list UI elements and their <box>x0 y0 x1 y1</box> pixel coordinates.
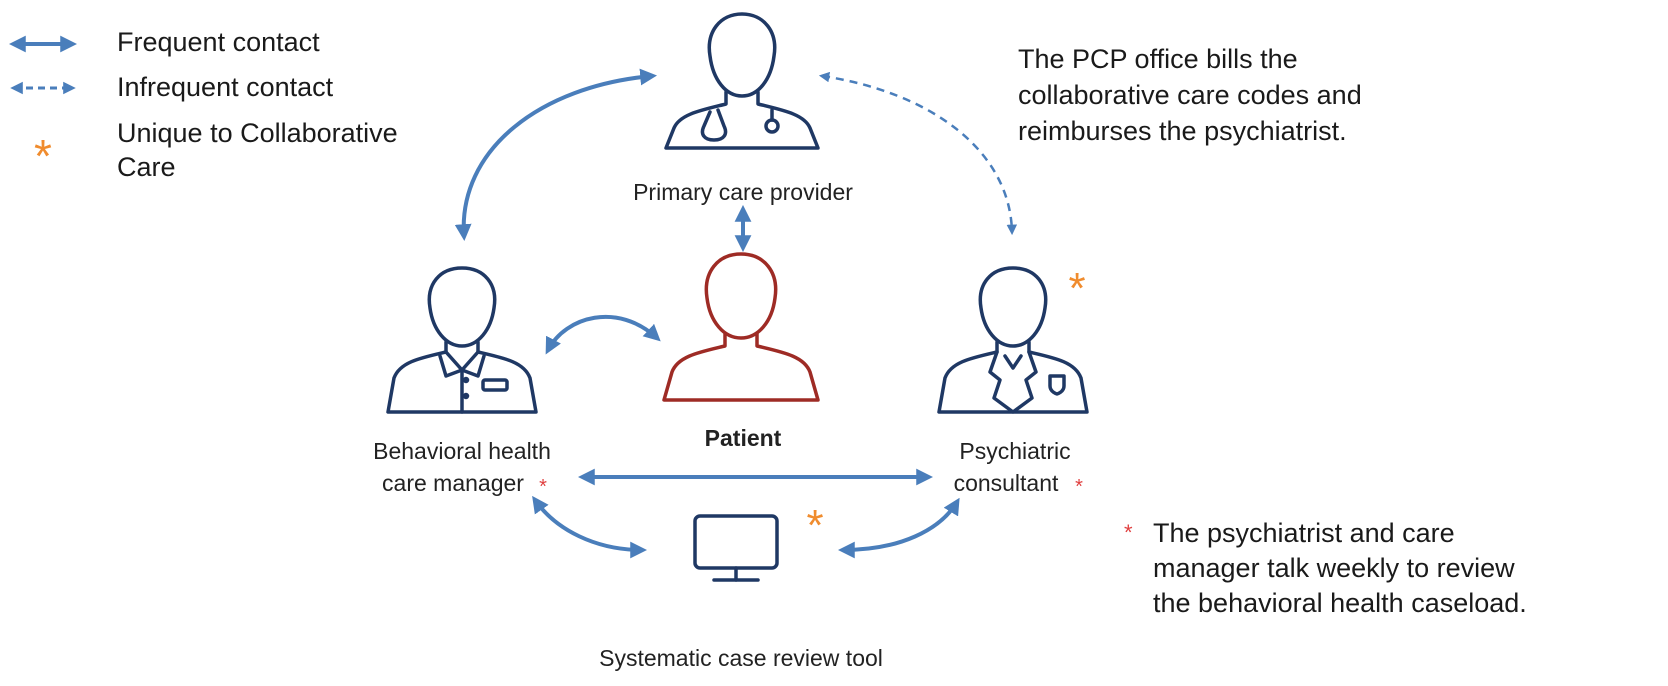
legend-unique-asterisk: * <box>34 130 52 182</box>
legend-infrequent-label: Infrequent contact <box>117 72 334 102</box>
psychiatrist-unique-asterisk: * <box>1068 264 1085 313</box>
billing-note: The PCP office bills the collaborative c… <box>1018 44 1362 146</box>
weekly-note-line1: The psychiatrist and care <box>1153 518 1455 548</box>
arrow-care-manager-patient <box>545 314 661 355</box>
patient-icon <box>662 252 820 402</box>
doctor-stethoscope-icon <box>664 12 820 150</box>
weekly-note-line3: the behavioral health caseload. <box>1153 588 1527 618</box>
legend-unique-label-line1: Unique to Collaborative <box>117 118 398 148</box>
psychiatrist-label-line2: consultant <box>954 470 1059 496</box>
weekly-note-line2: manager talk weekly to review <box>1153 553 1515 583</box>
psychiatrist-asterisk: * <box>1075 476 1083 498</box>
billing-note-line2: collaborative care codes and <box>1018 80 1362 110</box>
staff-badge-icon <box>386 266 538 414</box>
connection-arrows <box>454 68 1018 559</box>
doctor-coat-icon <box>937 266 1089 414</box>
weekly-note-asterisk: * <box>1124 520 1133 545</box>
billing-note-line1: The PCP office bills the <box>1018 44 1298 74</box>
care-manager-asterisk: * <box>539 476 547 498</box>
legend: Frequent contact Infrequent contact * Un… <box>8 27 398 182</box>
arrow-care-manager-review-tool <box>532 495 648 559</box>
arrow-pcp-psychiatrist <box>818 71 1018 236</box>
review-tool-unique-asterisk: * <box>806 501 823 550</box>
care-manager-label-line1: Behavioral health <box>373 438 551 464</box>
pcp-label: Primary care provider <box>633 179 853 205</box>
patient-label: Patient <box>705 425 782 451</box>
legend-unique-label-line2: Care <box>117 152 176 182</box>
review-tool-label: Systematic case review tool <box>599 645 883 671</box>
arrow-psychiatrist-review-tool <box>837 497 960 559</box>
monitor-icon <box>693 514 779 582</box>
billing-note-line3: reimburses the psychiatrist. <box>1018 116 1347 146</box>
weekly-review-note: * The psychiatrist and care manager talk… <box>1124 518 1527 618</box>
arrow-pcp-care-manager <box>454 68 658 242</box>
care-manager-label-line2: care manager <box>382 470 524 496</box>
legend-frequent-label: Frequent contact <box>117 27 320 57</box>
psychiatrist-label-line1: Psychiatric <box>959 438 1070 464</box>
